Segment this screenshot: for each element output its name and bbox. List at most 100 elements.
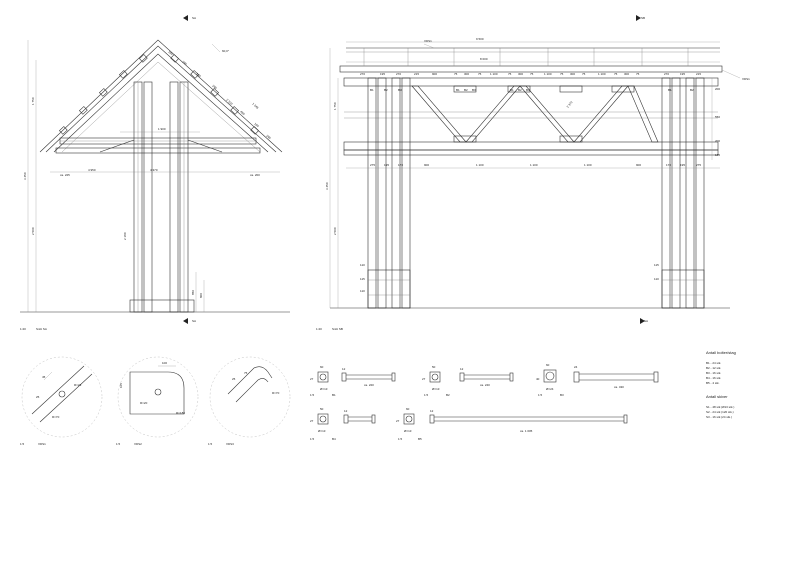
bolt-title: B5 — [418, 437, 422, 441]
bolt-b5: ca. 1 005 Ø=13 60 12 27 1:5 B5 — [396, 407, 628, 441]
svg-text:170: 170 — [398, 163, 403, 167]
svg-text:1 100: 1 100 — [490, 72, 498, 76]
roof-dim-1: 180 — [167, 50, 174, 57]
bolt-length: ca. 240 — [480, 383, 490, 387]
svg-text:R=180: R=180 — [176, 411, 185, 415]
roof-dim-8: 245 — [265, 134, 272, 141]
svg-text:1 100: 1 100 — [584, 163, 592, 167]
dim-right-height-overall: 3 450 — [325, 182, 329, 190]
bolt-b2: ca. 240 Ø=13 50 12 27 1:5 B2 — [422, 365, 514, 397]
svg-text:300: 300 — [570, 72, 575, 76]
bolt-scale: 1:5 — [310, 393, 315, 397]
svg-text:B2: B2 — [518, 88, 522, 92]
roof-dim-3: 180 — [195, 72, 202, 79]
svg-text:12: 12 — [344, 409, 348, 413]
svg-text:215: 215 — [696, 72, 701, 76]
svg-text:550: 550 — [715, 115, 720, 119]
svg-text:270: 270 — [396, 72, 401, 76]
svg-text:27: 27 — [422, 377, 426, 381]
bolt-scale: 1:5 — [310, 437, 315, 441]
section-marker-label: SA — [192, 319, 196, 323]
section-marker-label: SA — [192, 16, 196, 20]
svg-text:75: 75 — [478, 72, 482, 76]
svg-text:B1: B1 — [510, 88, 514, 92]
svg-text:60: 60 — [406, 407, 410, 411]
svg-text:110: 110 — [360, 263, 365, 267]
dim-post: 2 180 — [123, 232, 127, 240]
bolt-dia: Ø=24 — [546, 387, 554, 391]
svg-text:75: 75 — [614, 72, 618, 76]
dim-height-top: 1 750 — [31, 97, 35, 105]
svg-text:1 100: 1 100 — [598, 72, 606, 76]
svg-text:275: 275 — [696, 163, 701, 167]
svg-text:1 100: 1 100 — [476, 163, 484, 167]
legend-bolts-title: Antall bolter/stag — [706, 350, 736, 355]
legend-bolt-item: B2 - 12 stk. — [706, 366, 721, 370]
bolt-scale: 1:5 — [424, 393, 429, 397]
bolt-title: B4 — [332, 437, 336, 441]
bolt-dia: Ø=13 — [432, 387, 440, 391]
dim-right-height-lower: 2 500 — [333, 227, 337, 235]
svg-text:115: 115 — [654, 263, 659, 267]
drawing-scale-sb: 1:20 — [316, 327, 322, 331]
drawing-title-sa: Snitt SA — [36, 327, 47, 331]
truss-nodes — [453, 85, 635, 143]
svg-text:75: 75 — [454, 72, 458, 76]
svg-text:195: 195 — [384, 163, 389, 167]
legend-sleeper-item: S1 - 48 stk (Ø13 stk.) — [706, 405, 734, 409]
svg-text:45: 45 — [42, 375, 46, 379]
svg-text:B3: B3 — [526, 88, 530, 92]
svg-text:75: 75 — [636, 72, 640, 76]
node-labels: B1 B2 B3 B1 B2 B3 B1 B2 B3 B1 B2 — [370, 88, 694, 92]
svg-text:270: 270 — [664, 72, 669, 76]
svg-text:200: 200 — [715, 87, 720, 91]
svg-text:1 100: 1 100 — [530, 163, 538, 167]
svg-text:100: 100 — [162, 361, 167, 365]
legend-sleeper-item: S3 - 16 stk (24 stk.) — [706, 415, 732, 419]
bottom-dim-chain: 275 195 170 900 1 100 1 100 1 100 900 17… — [370, 163, 701, 167]
svg-text:75: 75 — [582, 72, 586, 76]
bolt-length: ca. 430 — [614, 385, 624, 389]
svg-text:75: 75 — [530, 72, 534, 76]
roof-dim-2: 245 — [181, 60, 188, 67]
svg-text:900: 900 — [636, 163, 641, 167]
svg-text:75: 75 — [244, 371, 248, 375]
legend-bolt-item: B1 - 24 stk. — [706, 361, 721, 365]
svg-text:195: 195 — [680, 72, 685, 76]
detail-title: VDS1 — [38, 442, 46, 446]
bolt-length: ca. 1 005 — [520, 429, 533, 433]
svg-text:40: 40 — [536, 377, 540, 381]
svg-text:275: 275 — [370, 163, 375, 167]
dim-small-2: 800 — [199, 293, 203, 298]
legend-sleeper-item: S2 - 24 stk (120 stk.) — [706, 410, 734, 414]
svg-text:50: 50 — [320, 407, 324, 411]
svg-text:25: 25 — [36, 395, 40, 399]
detail-vds1: R=23 R=70 45 25 1:5 VDS1 — [20, 356, 103, 446]
bolt-title: B3 — [560, 393, 564, 397]
svg-text:185: 185 — [715, 153, 720, 157]
elevation-sb: 9 500 8 000 270 195 270 215 900 75 300 7… — [316, 37, 750, 331]
detail-title: VDS2 — [134, 442, 142, 446]
roof-angle-label: 60,0° — [222, 49, 230, 53]
svg-text:215: 215 — [414, 72, 419, 76]
svg-text:300: 300 — [518, 72, 523, 76]
detail-scale: 1:5 — [20, 442, 25, 446]
dim-height-overall: 3 450 — [23, 172, 27, 180]
section-marker-label: SA — [644, 319, 648, 323]
bolt-title: B1 — [332, 393, 336, 397]
dim-beam-1: 1 900 — [158, 127, 166, 131]
svg-text:24: 24 — [574, 365, 578, 369]
dim-eave-right: ca. 200 — [250, 173, 260, 177]
post-cluster-right — [661, 77, 705, 309]
svg-text:300: 300 — [464, 72, 469, 76]
svg-text:B3: B3 — [398, 88, 402, 92]
svg-text:B3: B3 — [472, 88, 476, 92]
bolt-b4: Ø=13 50 12 27 1:5 B4 — [310, 407, 376, 441]
svg-text:12: 12 — [430, 409, 434, 413]
legend-bolt-item: B4 - 16 stk. — [706, 376, 721, 380]
svg-text:75: 75 — [508, 72, 512, 76]
bolt-scale: 1:5 — [398, 437, 403, 441]
section-marker-top-left: SA — [183, 15, 196, 21]
detail-vds3: R=70 25 75 1:5 VDS3 — [208, 356, 291, 446]
